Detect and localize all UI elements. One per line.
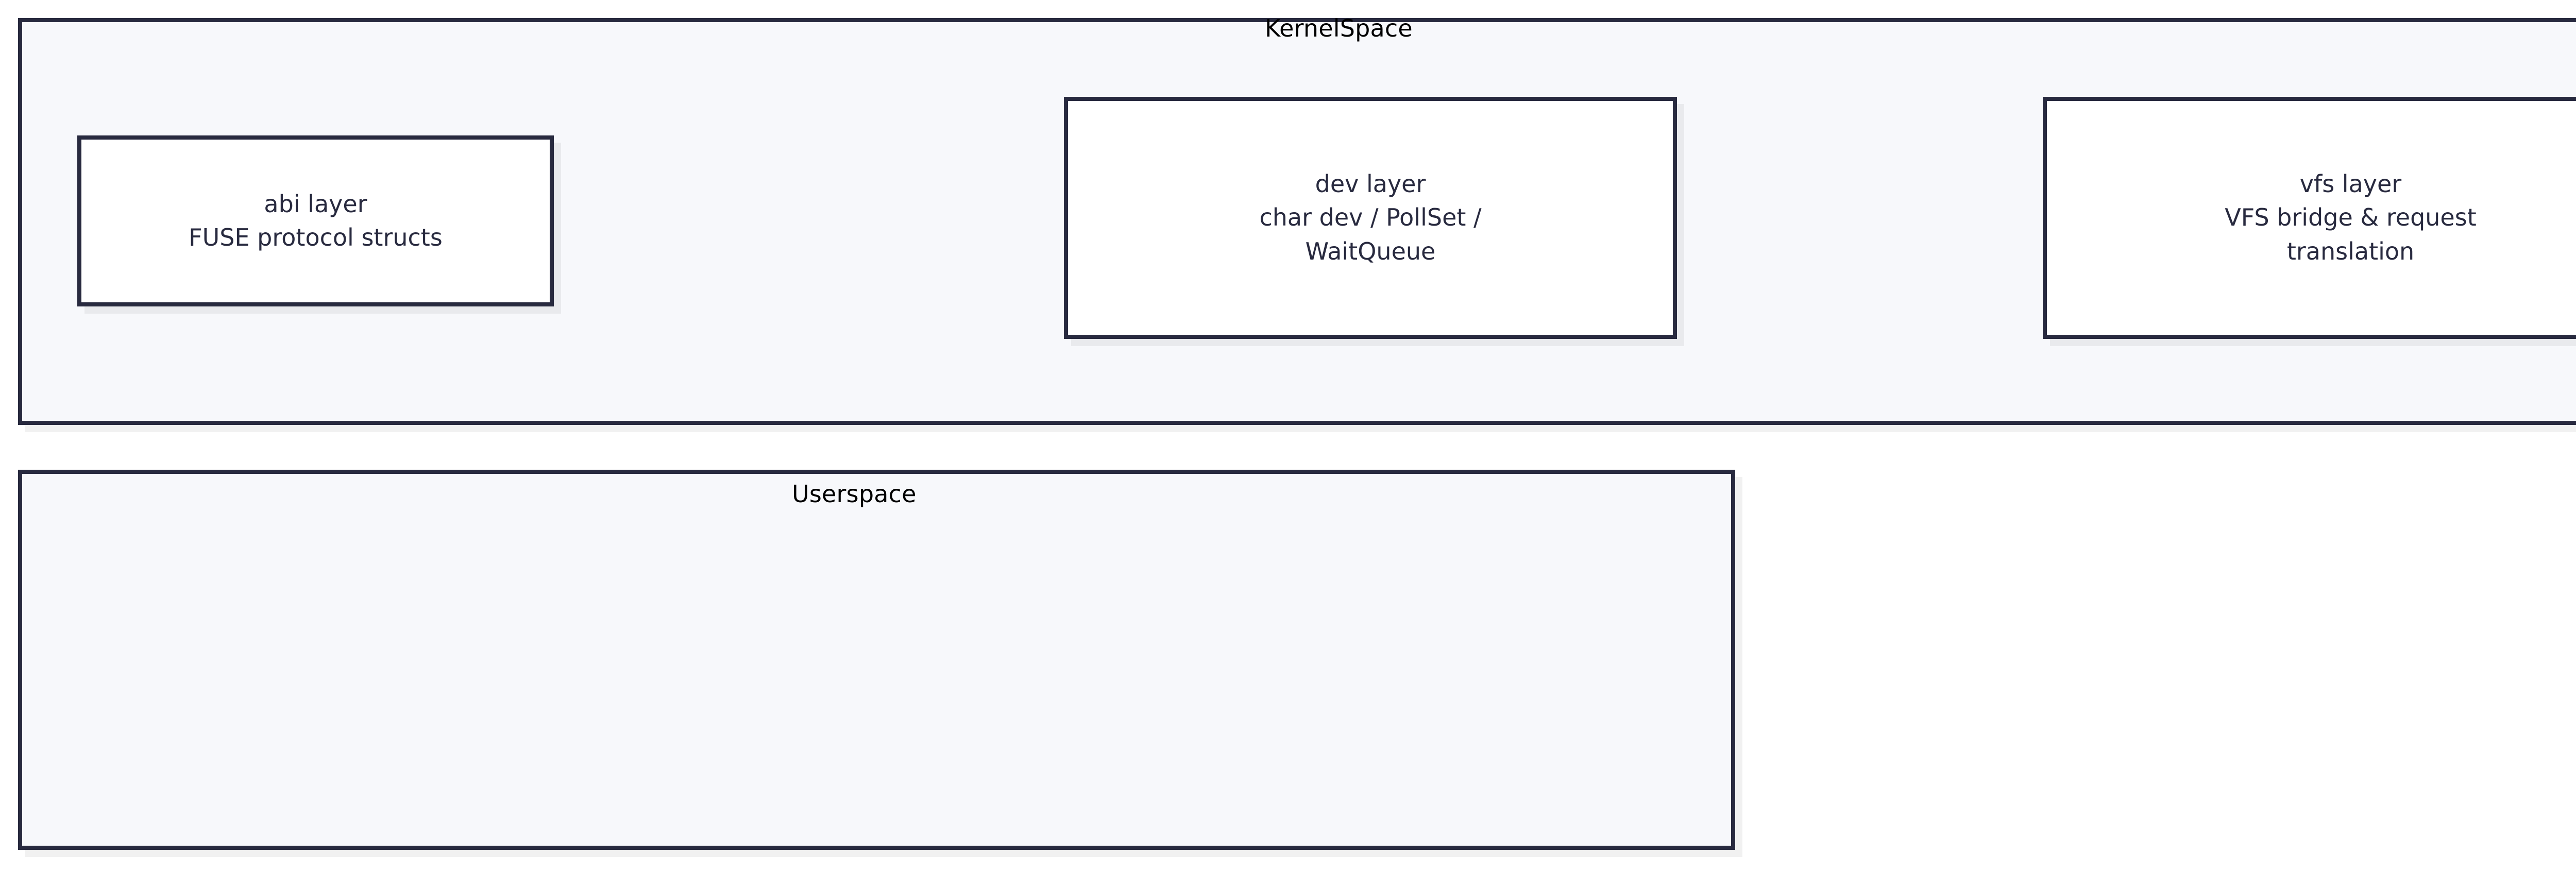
- cluster-kernelspace-label: KernelSpace: [1265, 14, 1413, 42]
- node-abi-layer[interactable]: abi layer FUSE protocol structs: [77, 135, 554, 306]
- node-vfs-layer-line-2: VFS bridge & request: [2225, 203, 2477, 232]
- node-dev-layer-line-3: WaitQueue: [1305, 237, 1436, 265]
- node-vfs-layer-line-3: translation: [2286, 237, 2415, 265]
- node-dev-layer-line-2: char dev / PollSet /: [1259, 203, 1482, 232]
- node-abi-layer-line-1: abi layer: [264, 190, 367, 218]
- node-vfs-layer-line-1: vfs layer: [2299, 170, 2402, 198]
- node-abi-layer-line-2: FUSE protocol structs: [189, 224, 443, 251]
- node-dev-layer-line-1: dev layer: [1315, 170, 1426, 198]
- cluster-userspace: [18, 470, 1735, 850]
- cluster-userspace-label: Userspace: [792, 480, 917, 508]
- node-dev-layer[interactable]: dev layer char dev / PollSet / WaitQueue: [1064, 97, 1677, 339]
- node-vfs-layer[interactable]: vfs layer VFS bridge & request translati…: [2043, 97, 2576, 339]
